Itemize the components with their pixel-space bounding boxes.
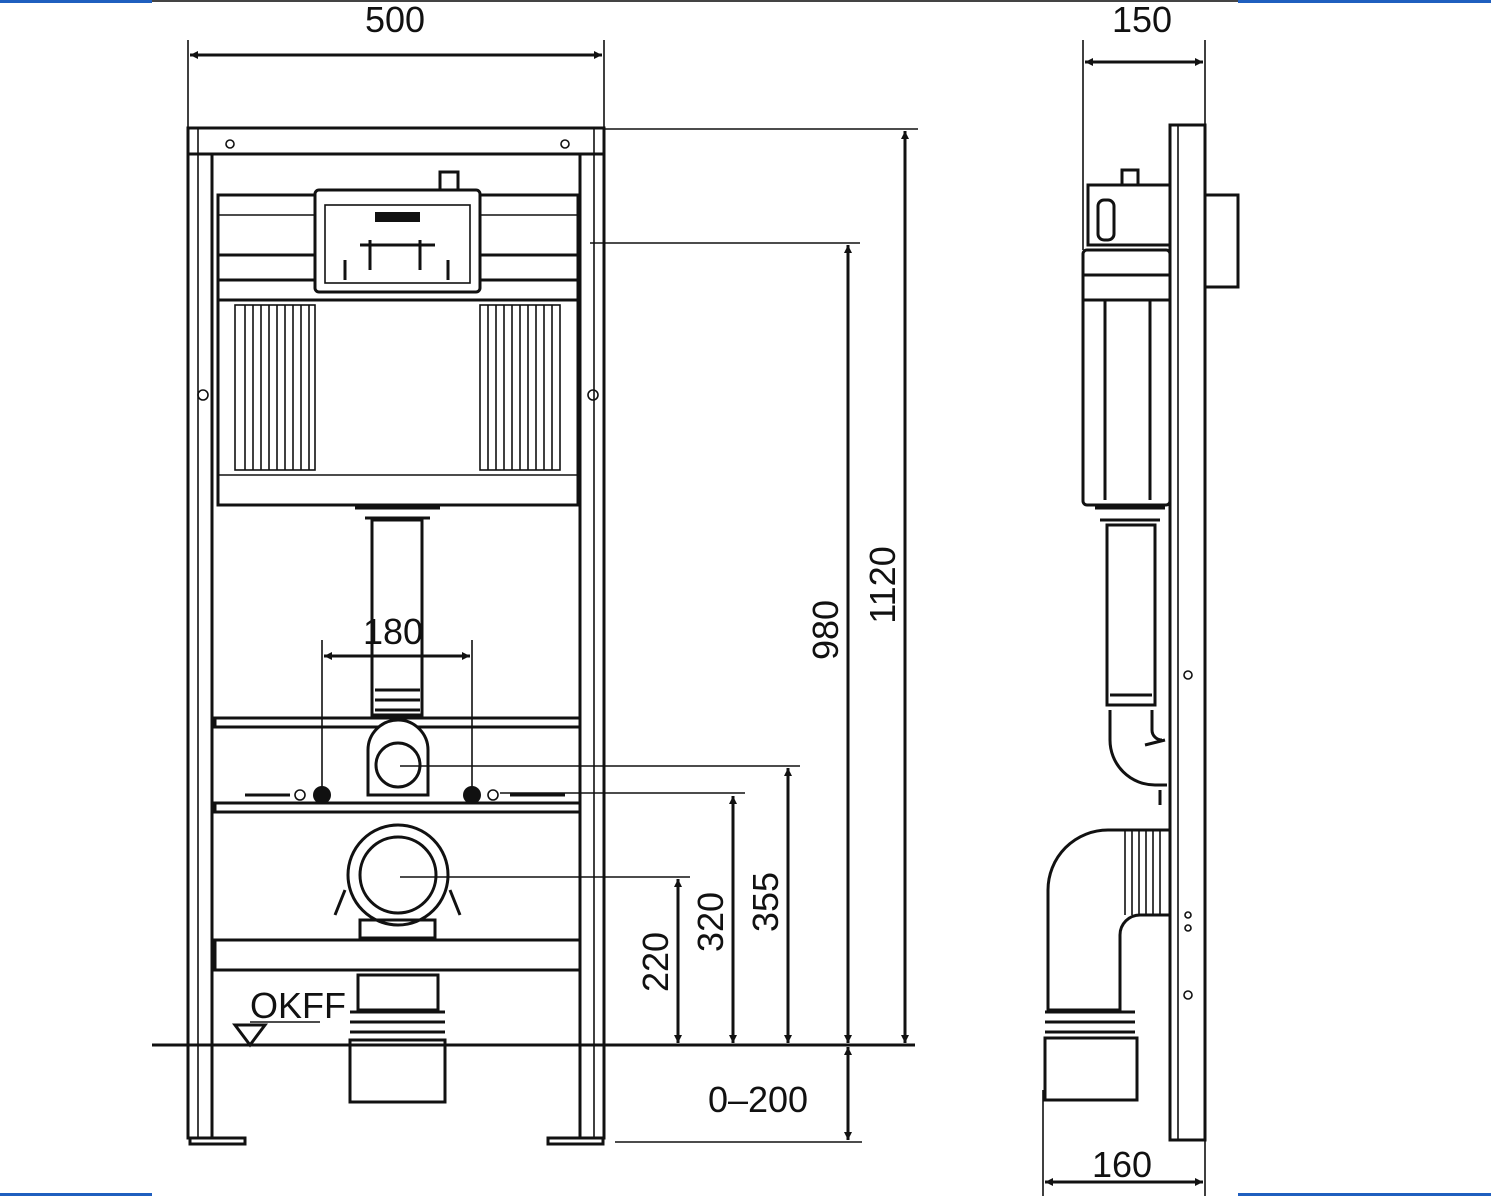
bolt-spacing-label: 180 — [363, 611, 423, 652]
foot-adjust-label: 0–200 — [708, 1079, 808, 1120]
drain-height-label: 220 — [635, 932, 676, 992]
front-view: OKFF 500 1120 980 0–200 355 — [152, 0, 918, 1146]
bolt-height-label: 320 — [690, 892, 731, 952]
top-right-accent-line — [1238, 0, 1491, 3]
floor-marker: OKFF — [152, 985, 915, 1048]
top-left-accent-line — [0, 0, 152, 3]
dimension-220: 220 — [400, 876, 690, 1043]
side-view: 150 160 — [1042, 0, 1240, 1196]
dimension-150: 150 — [1082, 0, 1206, 250]
dimension-355: 355 — [400, 765, 800, 1043]
okff-label: OKFF — [250, 985, 346, 1026]
supply-height-label: 355 — [745, 872, 786, 932]
frame — [186, 126, 606, 1146]
flush-pipe — [355, 506, 440, 717]
dimension-320: 320 — [500, 792, 745, 1043]
bottom-left-accent-line — [0, 1193, 152, 1196]
bottom-right-accent-line — [1238, 1193, 1491, 1196]
dimension-160: 160 — [1042, 1090, 1206, 1196]
actuator-height-label: 980 — [805, 600, 846, 660]
cistern — [216, 170, 580, 507]
dimension-180: 180 — [321, 611, 473, 790]
outlet-depth-label: 160 — [1092, 1144, 1152, 1185]
dimension-500: 500 — [187, 0, 605, 128]
dimension-980: 980 — [590, 242, 860, 1043]
dimension-1120: 1120 — [605, 128, 918, 1043]
depth-dimension-label: 150 — [1112, 0, 1172, 40]
total-height-label: 1120 — [862, 546, 903, 623]
width-dimension-label: 500 — [365, 0, 425, 40]
dimension-0-200: 0–200 — [615, 1047, 862, 1143]
cross-bars — [213, 716, 582, 972]
drain-connector — [348, 973, 447, 1104]
